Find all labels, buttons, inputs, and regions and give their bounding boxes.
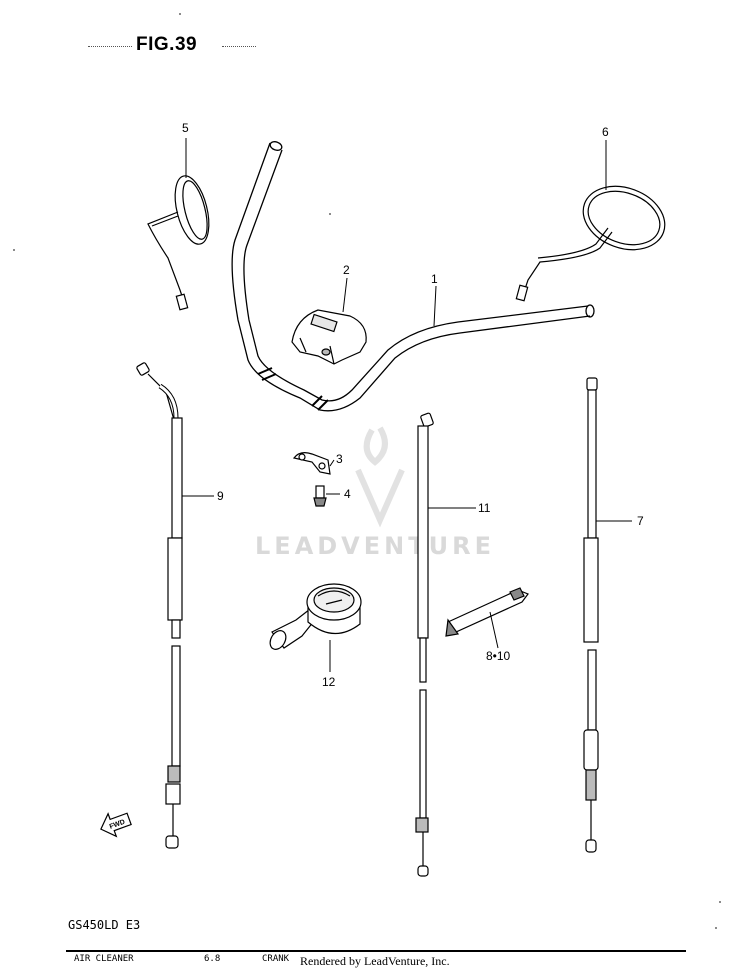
leader-lines	[182, 138, 632, 672]
label-3: 3	[336, 452, 343, 466]
cable-strap[interactable]	[445, 587, 529, 637]
model-code: GS450LD E3	[68, 918, 141, 932]
footer-section-mid: 6.8	[204, 954, 221, 964]
figure-title: FIG.39	[136, 34, 198, 55]
title-dash-right	[222, 46, 256, 47]
handlebar[interactable]	[231, 140, 595, 412]
cable-guide-bracket[interactable]	[292, 452, 331, 475]
label-7: 7	[637, 514, 644, 528]
mirror-left[interactable]	[147, 172, 215, 311]
handlebar-holder[interactable]	[291, 309, 367, 365]
fuel-cap-gauge[interactable]	[267, 583, 362, 652]
scan-marks	[13, 13, 721, 929]
footer-rule	[66, 950, 686, 952]
speedometer-cable[interactable]	[583, 377, 599, 853]
screw[interactable]	[313, 485, 327, 507]
watermark-logo	[355, 426, 405, 528]
label-1: 1	[431, 272, 438, 286]
label-11: 11	[478, 501, 491, 515]
fwd-arrow-icon: FWD	[100, 812, 132, 838]
label-6: 6	[602, 125, 609, 139]
throttle-cable[interactable]	[136, 362, 183, 849]
rendered-by-credit: Rendered by LeadVenture, Inc.	[298, 954, 452, 969]
tachometer-cable[interactable]	[415, 412, 434, 877]
label-12: 12	[322, 675, 336, 689]
footer-section-left: AIR CLEANER	[74, 954, 134, 964]
label-4: 4	[344, 487, 351, 501]
label-5: 5	[182, 121, 189, 135]
label-2: 2	[343, 263, 350, 277]
mirror-right[interactable]	[515, 175, 673, 302]
title-dash-left	[88, 46, 132, 47]
label-9: 9	[217, 489, 224, 503]
label-8-10: 8•10	[486, 649, 511, 663]
footer-section-mid2: CRANK	[262, 954, 290, 964]
watermark: LEADVENTURE	[255, 532, 495, 560]
callout-labels: 1 2 3 4 5 6 7 8•10 9 11 12	[182, 121, 644, 689]
